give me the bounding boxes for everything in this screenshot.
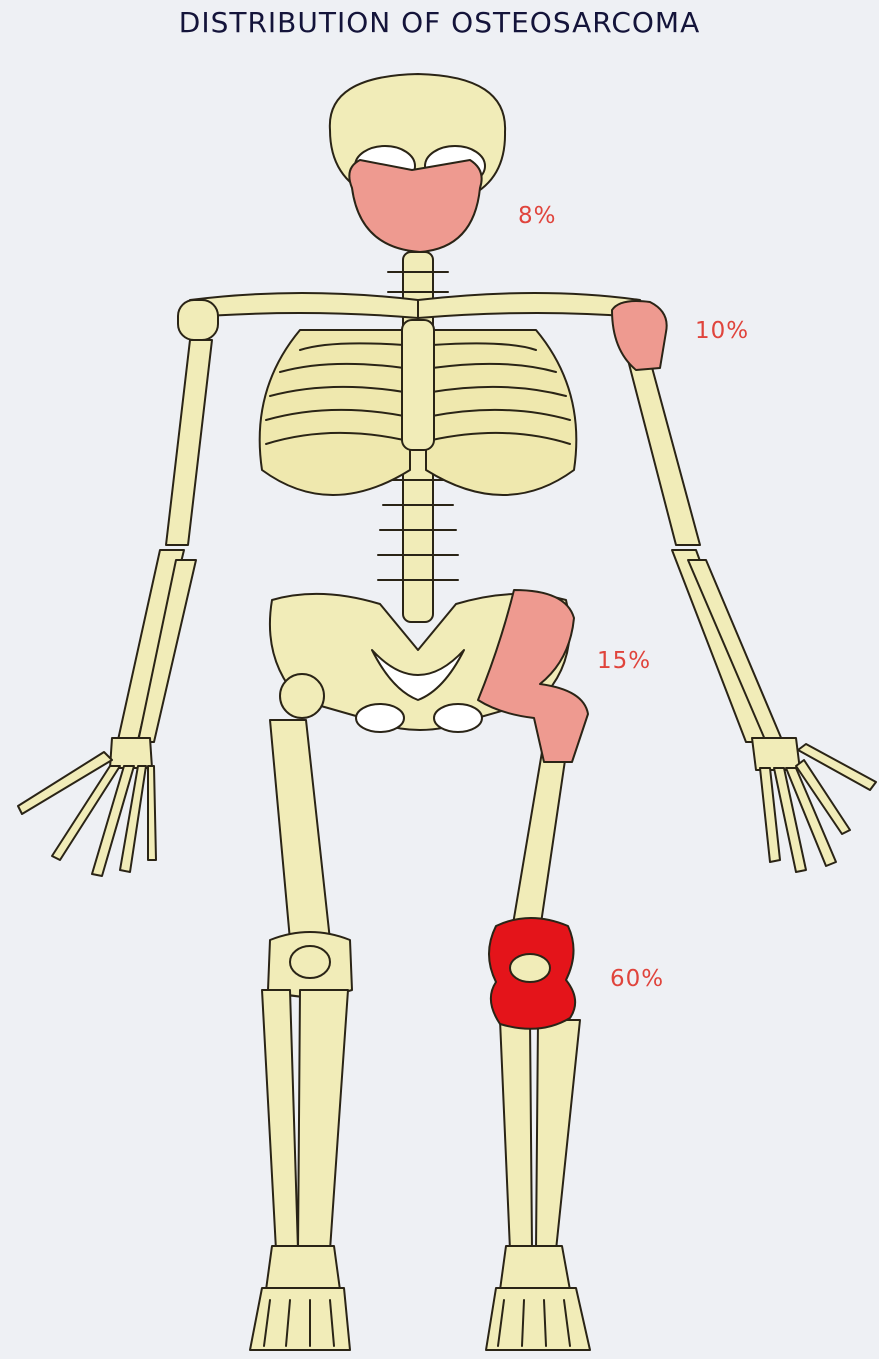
leg-left-side	[250, 674, 352, 1350]
leg-right-side	[486, 740, 590, 1350]
hip-percent-label: 15%	[597, 648, 651, 674]
arm-right-side	[628, 360, 876, 872]
shoulder-percent-label: 10%	[695, 318, 749, 344]
shoulder-highlight	[612, 301, 667, 370]
knee-percent-label: 60%	[610, 966, 664, 992]
arm-left-side	[18, 300, 218, 876]
patella	[510, 954, 550, 982]
jaw-highlight	[349, 160, 481, 252]
jaw-percent-label: 8%	[518, 203, 557, 229]
